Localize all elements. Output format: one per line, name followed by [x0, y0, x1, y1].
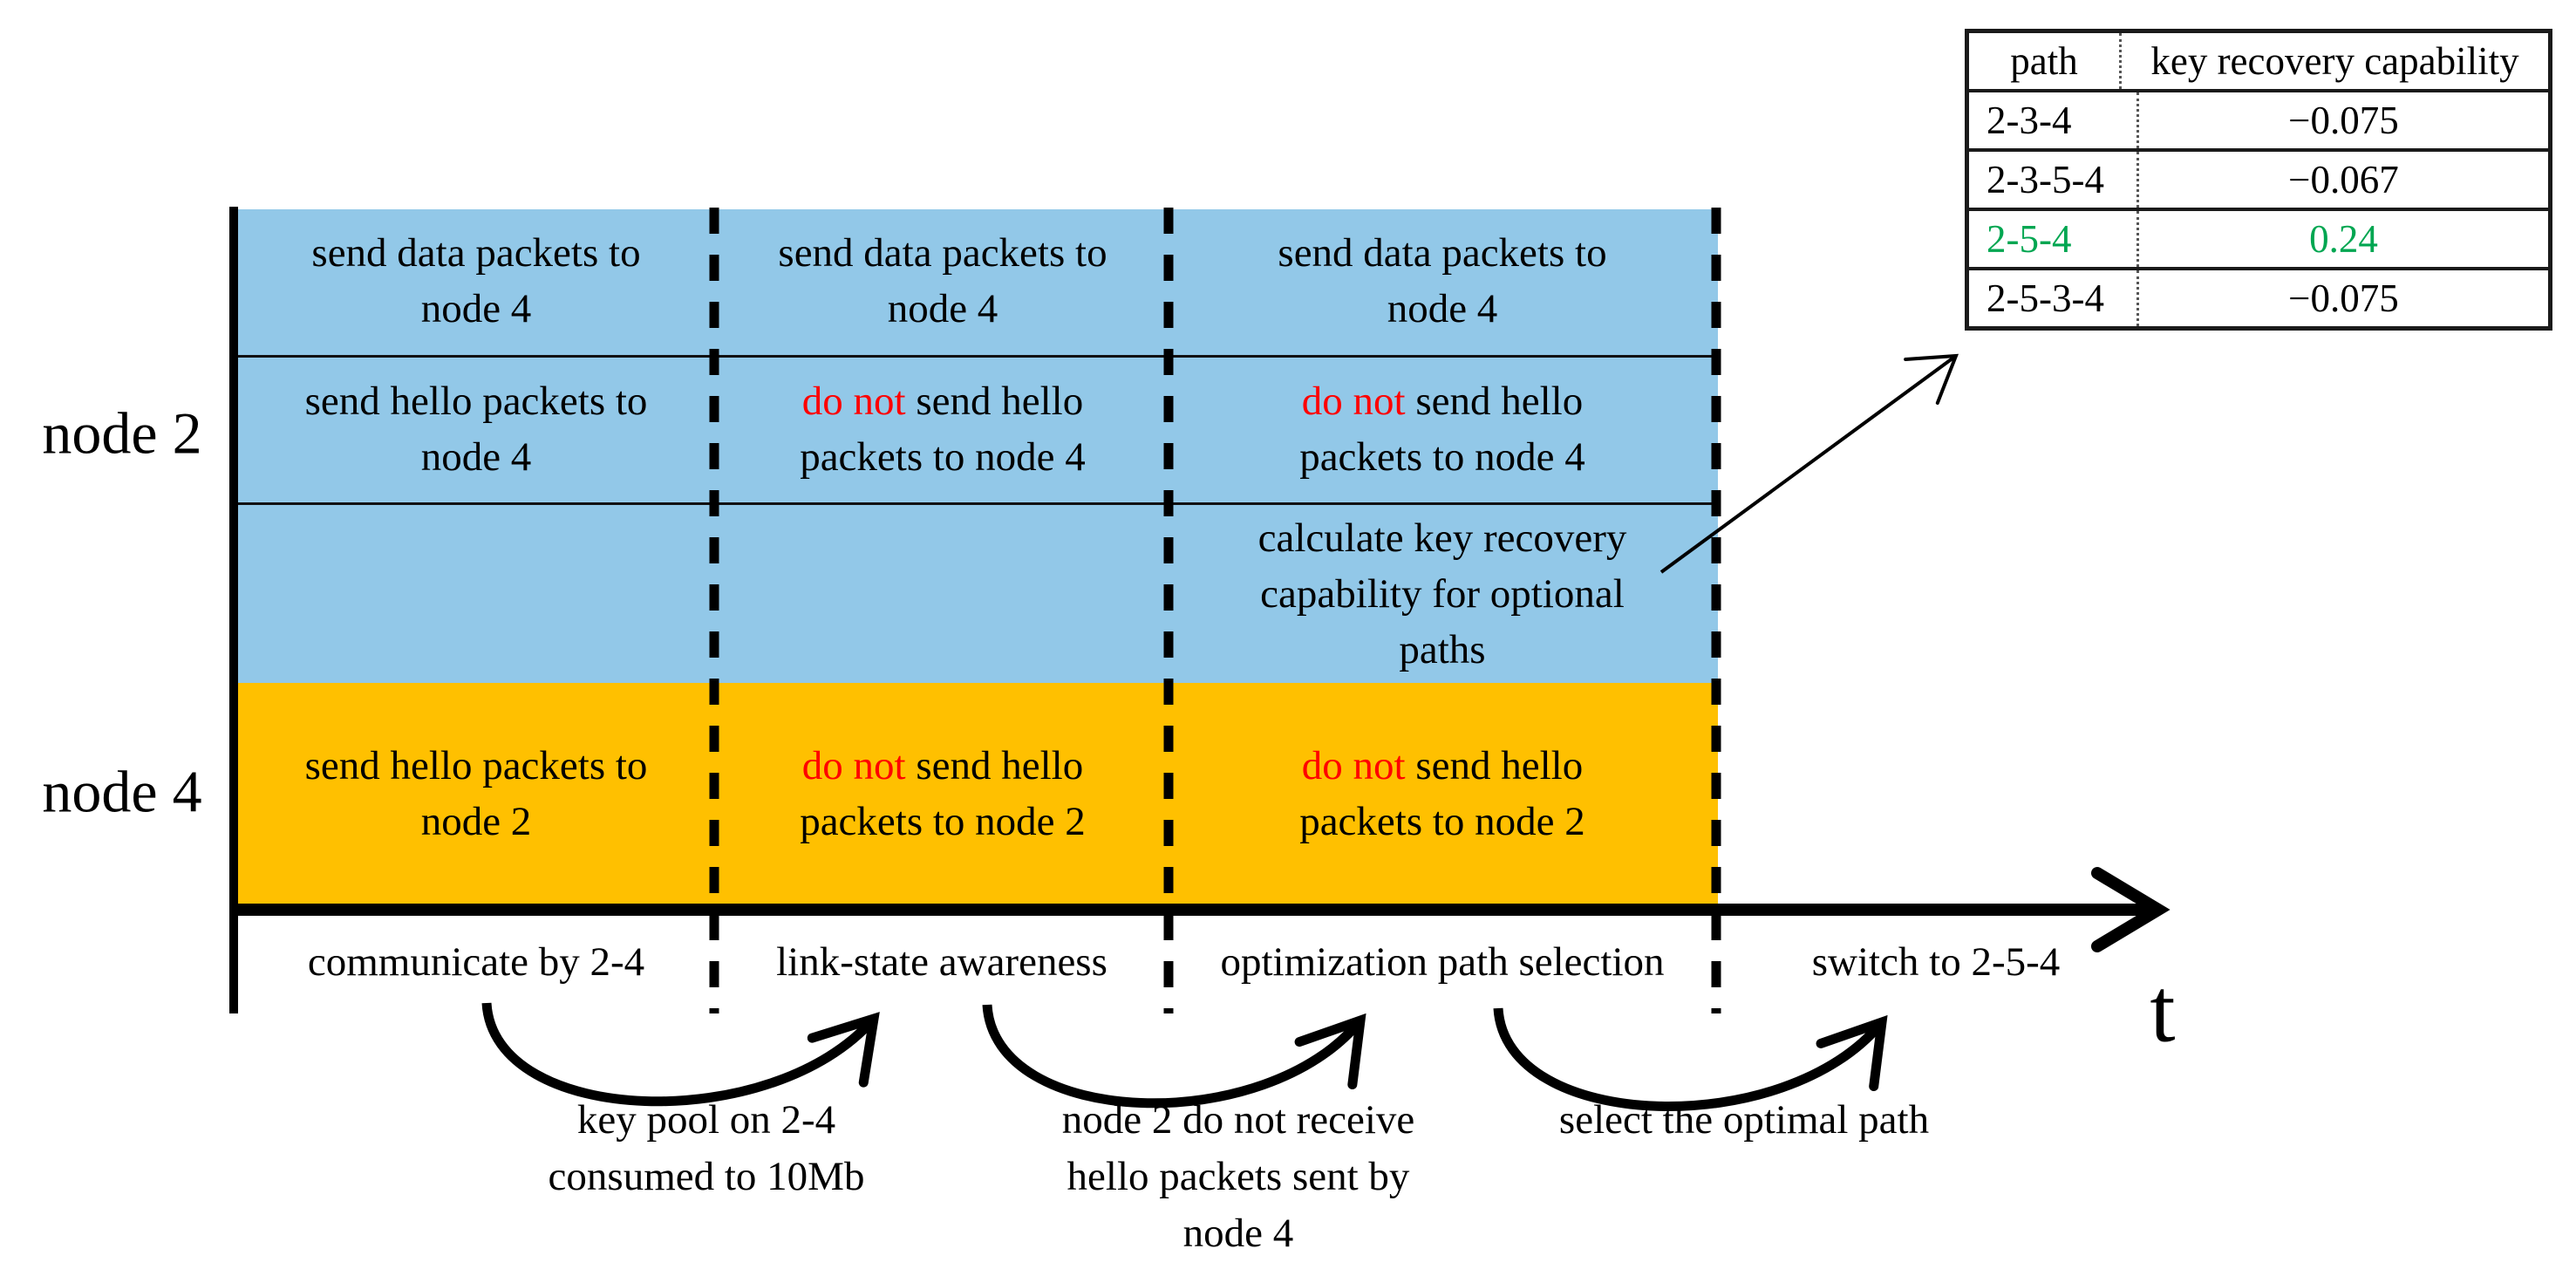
path-cell-optimal: 2-5-4: [1969, 211, 2139, 267]
key-recovery-table: path key recovery capability 2-3-4 −0.07…: [1965, 29, 2552, 331]
cell-node2-data-phase1: send data packets to node 4: [311, 230, 641, 331]
cell-text: send hello packets to node 4: [1299, 379, 1585, 480]
cell-node2-hello-phase1: send hello packets to node 4: [304, 379, 648, 480]
phase-label-optimization: optimization path selection: [1220, 939, 1665, 985]
phase-label-communicate: communicate by 2-4: [307, 939, 645, 985]
time-axis-t-label: t: [2150, 959, 2176, 1061]
cell-node2-data-phase2: send data packets to node 4: [778, 230, 1107, 331]
table-row: 2-5-3-4 −0.075: [1969, 267, 2548, 326]
cell-node2-data-phase3: send data packets to node 4: [1278, 230, 1607, 331]
cell-text: send hello packets to node 2: [800, 743, 1086, 844]
node2-lane-divider-2: [234, 502, 1718, 505]
do-not-emphasis: do not: [1301, 379, 1406, 424]
do-not-emphasis: do not: [1301, 743, 1406, 788]
capability-cell: −0.075: [2288, 99, 2399, 142]
cell-node4-hello-phase3: do not send hello packets to node 2: [1237, 738, 1647, 850]
capability-cell-optimal: 0.24: [2309, 217, 2378, 261]
path-column-header: path: [1969, 33, 2122, 89]
caption-line: hello packets sent by: [1067, 1154, 1410, 1199]
table-row: 2-3-5-4 −0.067: [1969, 148, 2548, 208]
cell-node2-calculate-phase3: calculate key recovery capability for op…: [1257, 515, 1627, 672]
caption-line: node 2 do not receive: [1061, 1097, 1415, 1143]
transition-caption-2: node 2 do not receive hello packets sent…: [1062, 1092, 1415, 1262]
node4-lane: [234, 683, 1718, 904]
caption-line: consumed to 10Mb: [548, 1154, 865, 1199]
path-cell: 2-3-4: [1969, 92, 2139, 148]
do-not-emphasis: do not: [801, 743, 906, 788]
table-header-row: path key recovery capability: [1969, 33, 2548, 89]
transition-arrow-2: [982, 1004, 1366, 1109]
capability-cell: −0.075: [2288, 276, 2399, 320]
capability-column-header: key recovery capability: [2150, 39, 2519, 83]
node2-lane: [234, 209, 1718, 683]
node2-lane-divider-1: [234, 355, 1718, 358]
caption-line: select the optimal path: [1558, 1097, 1930, 1143]
phase-label-link-state: link-state awareness: [776, 939, 1107, 985]
table-row-highlighted: 2-5-4 0.24: [1969, 208, 2548, 267]
caption-line: key pool on 2-4: [576, 1097, 836, 1143]
transition-caption-3: select the optimal path: [1559, 1092, 1929, 1149]
cell-node4-hello-phase1: send hello packets to node 2: [304, 743, 648, 844]
path-cell: 2-5-3-4: [1969, 270, 2139, 326]
caption-line: node 4: [1182, 1211, 1294, 1256]
transition-caption-1: key pool on 2-4 consumed to 10Mb: [549, 1092, 865, 1205]
do-not-emphasis: do not: [801, 379, 906, 424]
cell-node4-hello-phase2: do not send hello packets to node 2: [738, 738, 1148, 850]
node2-label: node 2: [42, 399, 202, 467]
cell-node2-hello-phase3: do not send hello packets to node 4: [1237, 373, 1647, 485]
cell-text: send hello packets to node 2: [1299, 743, 1585, 844]
phase-label-switch: switch to 2-5-4: [1811, 939, 2061, 985]
table-row: 2-3-4 −0.075: [1969, 89, 2548, 148]
transition-arrow-1: [481, 1002, 880, 1107]
cell-text: send hello packets to node 4: [800, 379, 1086, 480]
node4-label: node 4: [42, 758, 202, 825]
path-cell: 2-3-5-4: [1969, 152, 2139, 208]
capability-cell: −0.067: [2288, 158, 2399, 201]
cell-node2-hello-phase2: do not send hello packets to node 4: [738, 373, 1148, 485]
